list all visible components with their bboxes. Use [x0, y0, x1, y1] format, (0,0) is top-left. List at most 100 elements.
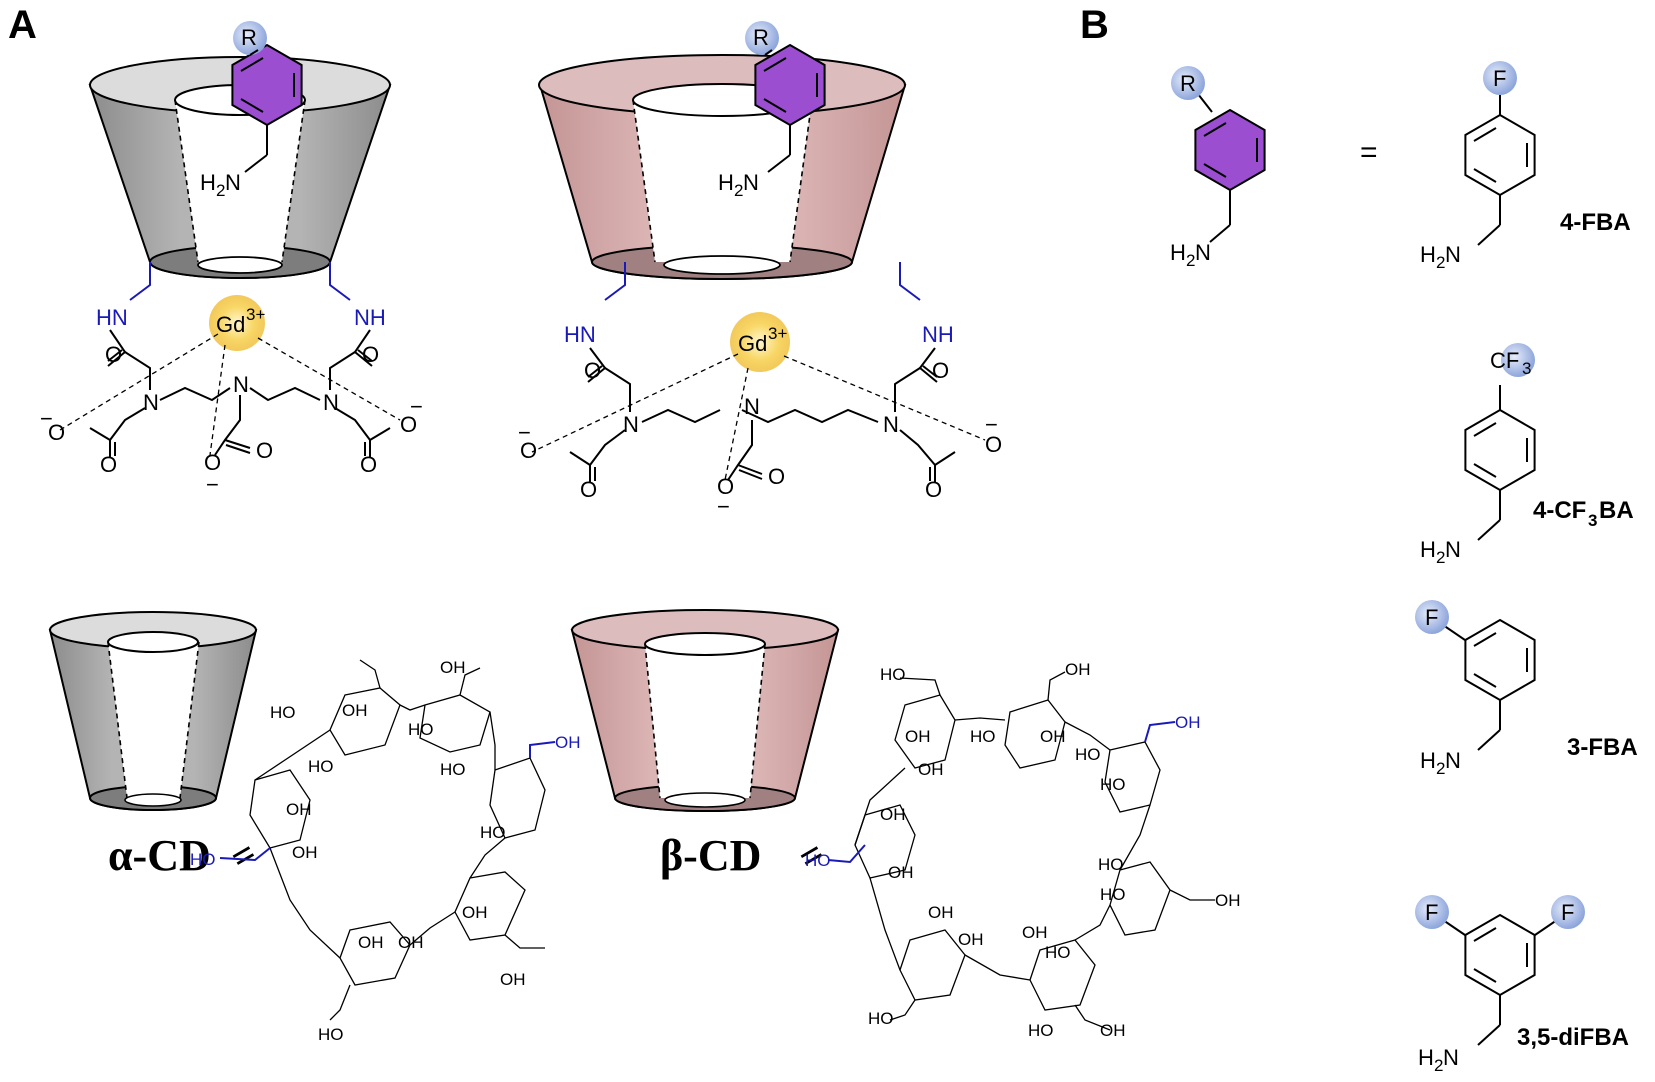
hydroxyl-label: HO	[408, 720, 434, 739]
minus-label: −	[985, 412, 998, 437]
svg-text:2: 2	[1436, 548, 1445, 567]
svg-text:BA: BA	[1599, 497, 1634, 524]
nh-left-label: HN	[96, 305, 128, 330]
beta-cd-label: β-CD	[660, 831, 761, 880]
svg-text:N: N	[1443, 1045, 1459, 1070]
alpha-cd-icon	[48, 611, 258, 811]
hydroxyl-label: HO	[1100, 885, 1126, 904]
phenyl-ring	[754, 44, 826, 173]
minus-label: −	[717, 494, 730, 519]
gd-charge: 3+	[768, 324, 787, 343]
svg-text:N: N	[1445, 242, 1461, 267]
hydroxyl-label: HO	[308, 757, 334, 776]
f-label: F	[1561, 900, 1574, 925]
svg-text:2: 2	[1186, 251, 1195, 270]
svg-text:H: H	[1420, 242, 1436, 267]
o-label: O	[256, 438, 273, 463]
gd-charge: 3+	[246, 305, 265, 324]
hydroxyl-label: OH	[358, 933, 384, 952]
hydroxyl-label: HO	[270, 703, 296, 722]
hydroxyl-label: OH	[918, 760, 944, 779]
o-label: O	[717, 474, 734, 499]
dtpa-chelator	[89, 329, 391, 458]
hydroxyl-label: OH	[292, 843, 318, 862]
hydroxyl-label: OH	[500, 970, 526, 989]
svg-text:H: H	[1420, 537, 1436, 562]
svg-text:2: 2	[1436, 759, 1445, 778]
o-label: O	[932, 358, 949, 383]
hydroxyl-label: OH	[1175, 713, 1201, 732]
svg-text:2: 2	[1434, 1056, 1443, 1075]
svg-text:N: N	[743, 170, 759, 195]
hydroxyl-label: OH	[1040, 727, 1066, 746]
hydroxyl-label: HO	[970, 727, 996, 746]
n-label: N	[744, 394, 760, 419]
o-label: O	[580, 477, 597, 502]
o-label: O	[360, 452, 377, 477]
coordination-lines	[59, 333, 401, 456]
equals-sign: =	[1360, 136, 1378, 169]
svg-text:H: H	[1170, 240, 1186, 265]
compound-label-4-fba: 4-FBA	[1560, 209, 1631, 236]
panel-label-a: A	[8, 3, 37, 47]
alpha-cd-label: α-CD	[108, 831, 211, 880]
alpha-cd-equals: =	[222, 830, 264, 880]
o-label: O	[100, 452, 117, 477]
minus-label: −	[410, 394, 423, 419]
compound-label-3-fba: 3-FBA	[1567, 734, 1638, 761]
gd-label: Gd	[216, 312, 245, 337]
hydroxyl-label: OH	[342, 701, 368, 720]
f-substituent-bubble	[1415, 600, 1449, 634]
panel-label-b: B	[1080, 3, 1109, 47]
compound-label-4-cf3ba: 4-CF 3 BA	[1533, 497, 1634, 530]
hydroxyl-label: OH	[286, 800, 312, 819]
svg-text:2: 2	[734, 181, 743, 200]
svg-text:H: H	[200, 170, 216, 195]
hydroxyl-label: HO	[1100, 775, 1126, 794]
o-label: O	[362, 342, 379, 367]
gd-ion-glow	[209, 295, 265, 351]
minus-label: −	[518, 420, 531, 445]
svg-text:N: N	[225, 170, 241, 195]
f-label: F	[1425, 605, 1438, 630]
hydroxyl-label: HO	[805, 851, 831, 870]
hydroxyl-label: OH	[928, 903, 954, 922]
o-label: O	[520, 438, 537, 463]
n-label: N	[233, 372, 249, 397]
compound-label-3-5-difba: 3,5-diFBA	[1517, 1024, 1629, 1051]
svg-text:H: H	[1418, 1045, 1434, 1070]
nh-right-label: NH	[354, 305, 386, 330]
r-substituent-bubble	[745, 21, 779, 55]
svg-text:CF: CF	[1490, 348, 1519, 373]
svg-text:H: H	[1420, 748, 1436, 773]
hydroxyl-label: HO	[1075, 745, 1101, 764]
hydroxyl-label: OH	[888, 863, 914, 882]
r-label: R	[753, 25, 769, 50]
hydroxyl-label: OH	[555, 733, 581, 752]
hydroxyl-label: OH	[398, 933, 424, 952]
phenyl-ring	[231, 44, 303, 173]
compound-4-cf3ba	[1464, 385, 1536, 541]
hydroxyl-label: HO	[880, 665, 906, 684]
svg-text:N: N	[1195, 240, 1211, 265]
svg-text:2: 2	[1436, 253, 1445, 272]
generic-benzylamine	[1194, 93, 1266, 243]
beta-cd-icon	[570, 609, 840, 812]
compound-4-fba	[1464, 95, 1536, 246]
beta-cd-structure	[827, 671, 1215, 1031]
hydroxyl-label: OH	[958, 930, 984, 949]
f-label: F	[1493, 66, 1506, 91]
hydroxyl-label: HO	[1098, 855, 1124, 874]
r-substituent-bubble	[1171, 66, 1205, 100]
o-label: O	[400, 412, 417, 437]
gd-label: Gd	[738, 331, 767, 356]
o-label: O	[768, 464, 785, 489]
hydroxyl-label: OH	[440, 658, 466, 677]
n-label: N	[623, 412, 639, 437]
hydroxyl-label: OH	[880, 805, 906, 824]
